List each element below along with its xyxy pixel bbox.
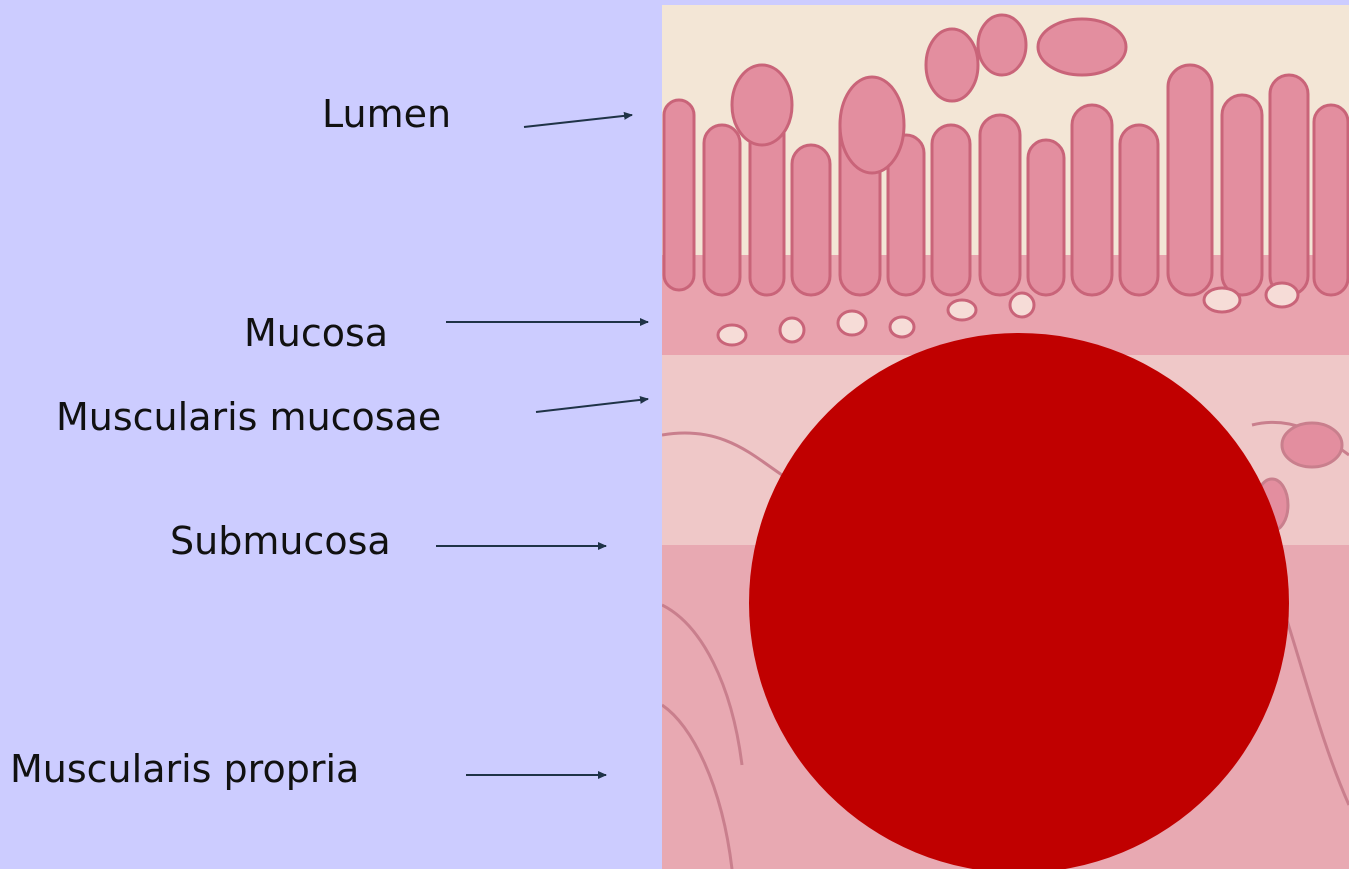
lumen-arrow bbox=[524, 115, 632, 127]
histology-micrograph bbox=[662, 5, 1349, 869]
red-circle-overlay bbox=[749, 333, 1289, 869]
muscularis-mucosae-arrow bbox=[536, 399, 648, 412]
